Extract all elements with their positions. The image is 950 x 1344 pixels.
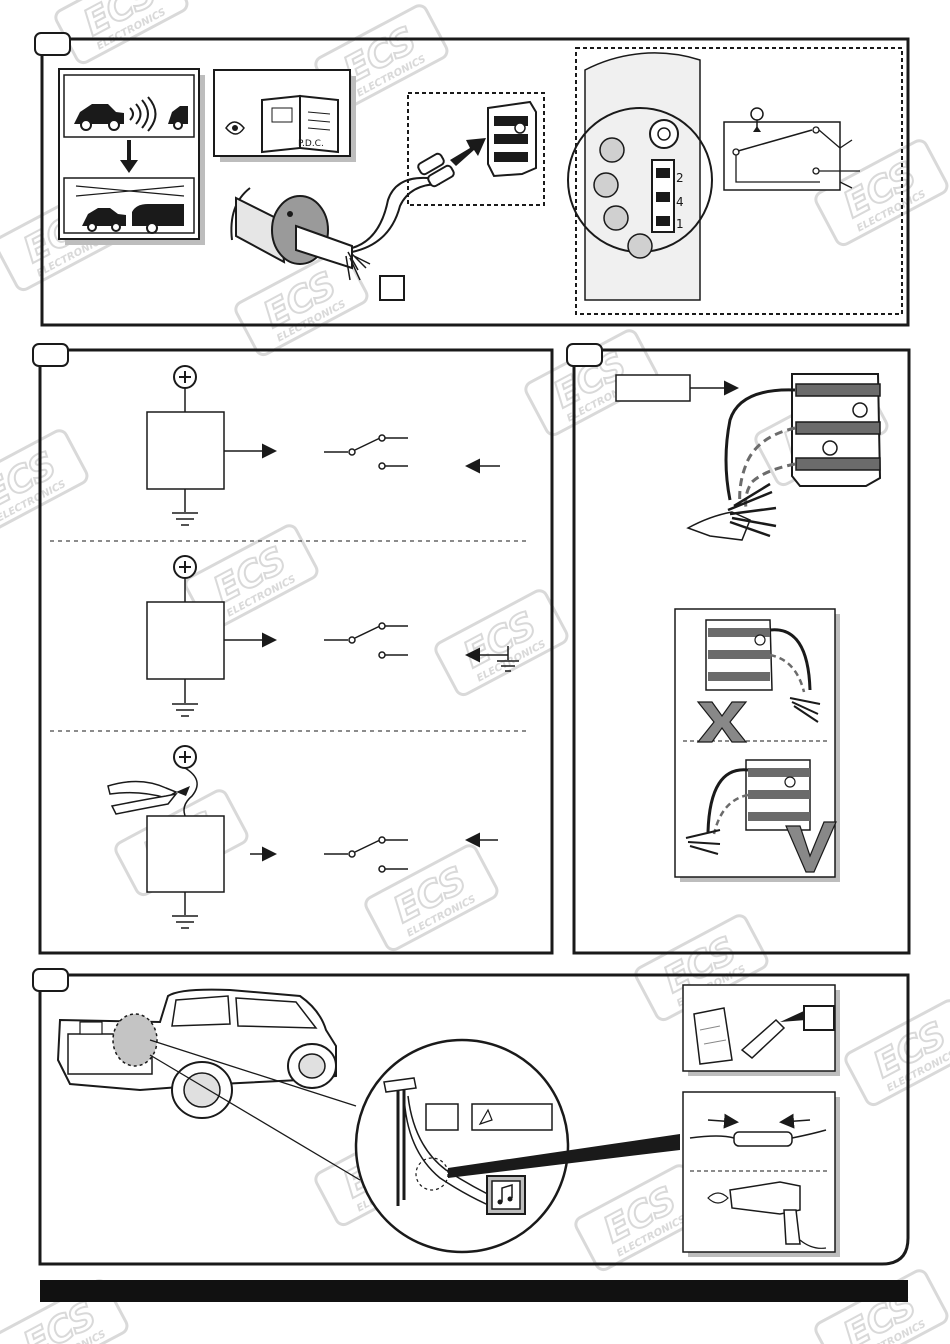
terminal-number: 2 [676,171,684,185]
wrong-orientation [696,619,821,743]
schematic-c [107,745,498,929]
car-icon [82,208,126,226]
book-label: P.D.C. [298,139,324,149]
relay-symbol [723,121,841,191]
footer-bar [40,1280,908,1302]
eye-icon [225,121,245,135]
step-label-box [379,275,405,301]
cross-icon [696,701,748,743]
control-module-box [146,815,225,893]
panel-4-vehicle-routing [32,968,910,1266]
control-module-box [146,411,225,490]
accessories-box [682,984,840,1076]
cut-wire [183,767,198,819]
label-box [471,1103,553,1131]
crimp-heat-box [682,1091,840,1257]
ground-icon [497,646,519,672]
trailer-icon [132,204,184,226]
book-left-page [261,94,301,154]
ground-icon [172,512,198,526]
ground-icon [172,915,198,929]
sensor-wave-icon [129,96,157,132]
callout-beam [448,1134,680,1178]
connector-inset [407,92,545,206]
control-module-box [146,601,225,680]
terminal-number: 4 [676,195,684,209]
step-tab-4 [32,968,69,992]
hand-with-wires [686,482,777,541]
book-right-page [299,94,339,154]
car-icon [168,106,188,124]
correct-orientation [685,759,837,873]
bag-icon [693,1007,733,1065]
manual-book-illustration: P.D.C. [213,69,356,162]
check-icon [785,821,837,873]
car-icon [74,104,124,124]
connector-block-large [791,373,882,487]
detail-magnifier [354,1038,570,1254]
schematic-a [146,365,500,526]
step-tab-1 [34,32,71,56]
cable-harness-illustration [230,176,441,301]
terminal-number: 1 [676,217,684,231]
arrow-down-icon [120,160,138,173]
heat-gun-icon [707,1181,827,1249]
pickup-truck-illustration [56,988,337,1119]
tool-icon [478,1108,493,1126]
panel-3-connector-insertion [566,343,911,955]
pliers-icon [107,780,190,815]
parking-sensor-disable-illustration [58,68,205,245]
switch-contact [354,437,381,451]
step-tab-2 [32,343,69,367]
sound-note-icon [491,1180,521,1210]
insert-arrow-icon [450,138,486,166]
switch-contact [354,625,381,639]
schematic-b [146,555,519,717]
label-box [615,374,691,402]
socket-relay-inset: 2 4 1 [567,47,903,315]
label-box [425,1103,459,1131]
panel-2-wiring-schematics [32,343,554,955]
connector-sleeve-icon [740,1018,786,1059]
butt-connector-icon [733,1131,793,1147]
wrong-right-inset [674,608,840,882]
label-box [803,1005,835,1031]
highlight-zone [112,1013,158,1067]
switch-contact [354,839,381,853]
panel-1-connection-overview: P.D.C. [34,32,910,327]
ground-icon [172,703,198,717]
step-tab-3 [566,343,603,367]
